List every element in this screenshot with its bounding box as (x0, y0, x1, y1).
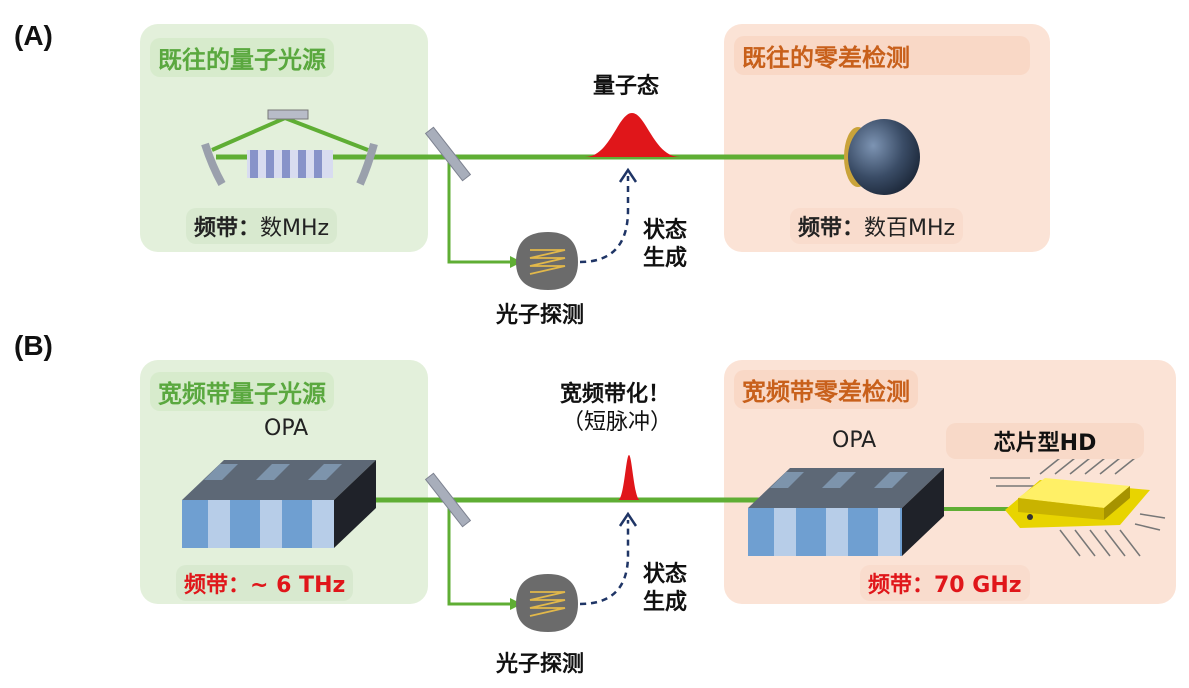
nonlinear-crystal (247, 150, 333, 178)
band-value: 数百MHz (864, 216, 956, 241)
photon-detector-a (516, 232, 578, 290)
pulse-label-2: （短脉冲） (562, 410, 673, 435)
quantum-state-pulse-a (585, 113, 680, 157)
broadband-source-title: 宽频带量子光源 (150, 372, 334, 411)
broadband-detector-title: 宽频带零差检测 (734, 370, 918, 409)
photon-detect-label-b: 光子探测 (496, 652, 585, 677)
state-gen-label-a-2: 生成 (643, 246, 688, 271)
state-gen-label-b-2: 生成 (643, 590, 688, 615)
opa-label-source: OPA (264, 416, 309, 441)
legacy-source-title: 既往的量子光源 (150, 38, 334, 77)
photon-detect-label-a: 光子探测 (496, 303, 585, 328)
quantum-state-label: 量子态 (593, 74, 660, 99)
opa-block-source (182, 460, 376, 548)
pulse-label-1: 宽频带化！ (560, 382, 671, 407)
opa-block-detector (748, 468, 944, 556)
broadband-source-band: 频带：~ 6 THz (176, 565, 354, 601)
chip-hd (990, 457, 1166, 557)
beam-splitter-a (424, 126, 472, 182)
photon-detector-b (516, 574, 578, 632)
state-gen-arrow-a (579, 167, 638, 264)
band-label: 频带： (194, 216, 261, 241)
legacy-source-band: 频带：数MHz (186, 208, 338, 244)
state-gen-arrow-b (579, 511, 638, 606)
legacy-detector-title: 既往的零差检测 (734, 36, 1030, 75)
chip-hd-label: 芯片型HD (946, 423, 1144, 459)
broadband-detector-band: 频带：70 GHz (860, 565, 1030, 601)
band-label: 频带： (798, 216, 865, 241)
panel-b-beams (360, 494, 1020, 610)
beam-splitter-b (424, 472, 472, 528)
legacy-detector-band: 频带：数百MHz (790, 208, 964, 244)
opa-label-detector: OPA (832, 428, 877, 453)
short-pulse-b (618, 455, 640, 500)
homodyne-diode-a (844, 119, 920, 195)
cavity-mirrors (201, 109, 378, 186)
panel-b-label: (B) (14, 330, 53, 361)
state-gen-label-b-1: 状态 (643, 562, 688, 587)
panel-a-label: (A) (14, 20, 53, 51)
state-gen-label-a-1: 状态 (643, 218, 688, 243)
band-value: 数MHz (260, 216, 330, 241)
